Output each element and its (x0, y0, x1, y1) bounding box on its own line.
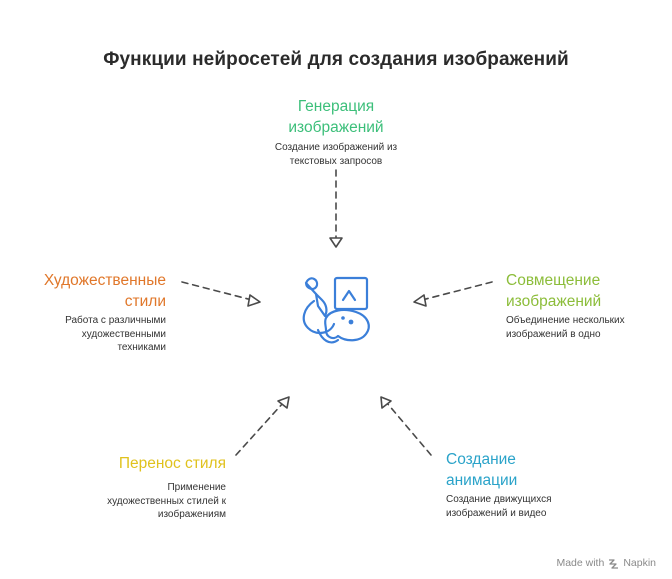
node-transfer-description: Применение художественных стилей к изобр… (60, 481, 226, 522)
node-generation-description: Создание изображений из текстовых запрос… (236, 141, 436, 168)
node-animation-desc-line2: изображений и видео (446, 507, 547, 519)
node-styles-desc-line3: техниками (117, 342, 166, 353)
arrow-combining (421, 281, 493, 301)
node-animation-description: Создание движущихся изображений и видео (446, 493, 616, 520)
node-transfer-desc-line1: Применение (167, 482, 226, 493)
node-generation-desc-line2: текстовых запросов (289, 155, 383, 167)
watermark-prefix: Made with (556, 557, 605, 569)
node-generation-title-line2: изображений (288, 119, 384, 136)
napkin-watermark[interactable]: Made with Napkin (556, 557, 656, 569)
node-generation-title: Генерация изображений (236, 96, 436, 138)
arrow-animation (386, 402, 432, 456)
napkin-logo-icon (609, 558, 619, 569)
node-transfer-desc-line3: изображениям (157, 509, 226, 520)
node-generation-desc-line1: Создание изображений из (274, 142, 398, 153)
node-generation-title-line1: Генерация (297, 98, 375, 115)
paintbrush-and-image-icon (302, 276, 370, 344)
arrowhead-generation (329, 237, 343, 248)
node-styles-desc-line1: Работа с различными (65, 315, 166, 326)
node-styles-title: Художественные стили (16, 270, 166, 312)
arrowhead-transfer (277, 396, 290, 409)
node-transfer-desc-line2: художественных стилей к (107, 495, 226, 507)
node-animation-title: Создание анимации (446, 449, 616, 491)
node-animation-title-line1: Создание (446, 451, 516, 468)
node-transfer-title: Перенос стиля (60, 453, 226, 474)
node-styles-description: Работа с различными художественными техн… (16, 314, 166, 355)
arrowhead-styles (247, 294, 261, 307)
node-styles-title-line2: стили (124, 293, 166, 310)
node-combining-title: Совмещение изображений (506, 270, 666, 312)
arrow-transfer (235, 402, 284, 456)
node-combining-desc-line1: Объединение нескольких (506, 315, 625, 326)
node-animation-desc-line1: Создание движущихся (446, 494, 552, 505)
watermark-brand: Napkin (623, 557, 656, 569)
node-transfer-title-line1: Перенос стиля (118, 455, 226, 472)
arrowhead-combining (413, 294, 427, 307)
node-styles-title-line1: Художественные (43, 272, 166, 289)
node-animation-title-line2: анимации (446, 472, 518, 489)
node-styles-desc-line2: художественными (81, 328, 166, 340)
arrow-styles (181, 281, 253, 301)
page-title: Функции нейросетей для создания изображе… (103, 49, 569, 70)
node-combining-desc-line2: изображений в одно (506, 328, 601, 340)
node-combining-title-line2: изображений (506, 293, 602, 310)
node-combining-title-line1: Совмещение (506, 272, 601, 289)
node-combining-description: Объединение нескольких изображений в одн… (506, 314, 666, 341)
arrowhead-animation (380, 396, 392, 409)
